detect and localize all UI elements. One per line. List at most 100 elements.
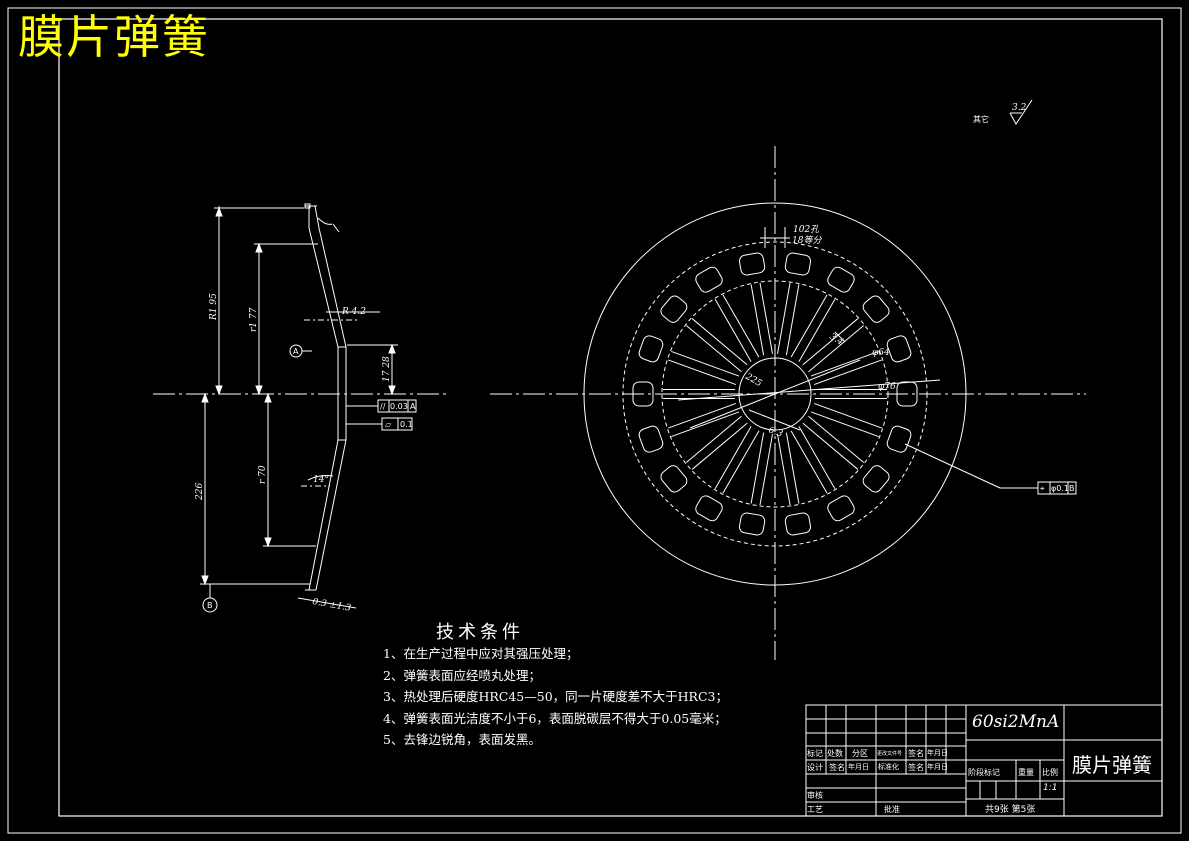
tb-label-date: 年月日	[927, 749, 948, 757]
tol-flatness-symbol: ▱	[385, 420, 392, 429]
window-slot	[638, 425, 664, 453]
window-slot	[738, 512, 766, 536]
finger-slot-edge	[790, 430, 828, 494]
tb-label-process: 工艺	[807, 805, 823, 814]
tb-label-date-3: 年月日	[927, 763, 948, 771]
tech-requirement-item: 2、弹簧表面应经喷丸处理；	[383, 667, 541, 683]
finger-slot-edge	[785, 284, 800, 356]
finger-slot-edge	[810, 411, 879, 438]
tol-parallel-datum: A	[410, 402, 416, 411]
tb-label-ratio: 比例	[1042, 768, 1058, 777]
tb-label-mark: 标记	[807, 749, 823, 758]
tb-label-date-2: 年月日	[848, 763, 869, 771]
dim-slot-width: 102孔	[793, 224, 820, 235]
tb-label-stage: 阶段标记	[968, 768, 1000, 777]
window-slot	[695, 495, 723, 522]
dim-r195: R1 95	[209, 293, 219, 321]
tb-label-review: 审核	[807, 791, 823, 800]
finger-slot-edge	[808, 415, 865, 463]
dim-phi64: φ64	[872, 348, 890, 358]
roughness-other-label: 其它	[973, 114, 989, 124]
dim-slot-count: 18等分	[792, 235, 822, 246]
window-slot	[638, 335, 664, 363]
window-slot	[896, 381, 918, 407]
tech-requirements-list: 1、在生产过程中应对其强压处理； 2、弹簧表面应经喷丸处理； 3、热处理后硬度H…	[383, 643, 728, 751]
tol-position-symbol: ⌖	[1040, 484, 1045, 493]
finger-slot-edge	[722, 430, 760, 494]
window-slot	[784, 252, 812, 276]
tech-requirement-item: 4、弹簧表面光洁度不小于6，表面脱碳层不得大于0.05毫米；	[383, 710, 727, 726]
window-slot	[660, 465, 688, 493]
dim-r170: r 70	[258, 465, 268, 484]
finger-slot-edge	[668, 359, 737, 386]
outer-frame	[7, 7, 1182, 834]
finger-slot-edge	[685, 415, 742, 463]
tol-parallel-symbol: //	[380, 402, 386, 411]
window-slot	[784, 512, 812, 536]
window-slot	[886, 335, 912, 363]
finger-slot-edge	[790, 294, 828, 358]
drawing-title: 膜片弹簧	[18, 10, 210, 64]
finger-slot-edge	[808, 325, 865, 373]
tb-label-sign: 签名	[908, 749, 924, 758]
finger-slot-edge	[810, 350, 879, 377]
window-slot	[886, 425, 912, 453]
section-view	[153, 203, 450, 613]
roughness-value: 3.2	[1012, 103, 1027, 113]
tol-position-value: φ0.1	[1051, 484, 1069, 493]
tb-label-zone: 分区	[852, 749, 868, 758]
front-view	[490, 99, 1086, 660]
dim-r177: r1 77	[249, 307, 259, 332]
dim-226: 226	[195, 483, 205, 501]
finger-slot-edge	[785, 432, 800, 504]
tb-label-weight: 重量	[1018, 768, 1034, 777]
finger-slot-edge	[714, 426, 752, 489]
tech-requirement-item: 5、去锋边锐角，表面发黑。	[383, 732, 541, 747]
dim-r42: R 4.2	[341, 307, 366, 317]
tb-label-approve: 批准	[884, 805, 900, 814]
finger-slot-edge	[671, 350, 740, 377]
part-name-label: 膜片弹簧	[1072, 753, 1152, 777]
window-slot	[738, 252, 766, 276]
window-slot	[827, 266, 855, 293]
finger-slot-edge	[691, 318, 748, 366]
window-slot	[862, 295, 890, 323]
tol-parallel-value: 0.03	[390, 402, 408, 411]
dim-28: 17 28	[382, 356, 392, 382]
dim-6-3: 6.3	[767, 425, 784, 439]
window-slot	[827, 495, 855, 522]
finger-slot-edge	[722, 294, 760, 358]
inner-frame	[58, 18, 1163, 817]
finger-slot-edge	[813, 402, 882, 429]
window-slot	[862, 465, 890, 493]
finger-slot-edge	[668, 402, 737, 429]
finger-slot-edge	[777, 434, 791, 506]
tb-label-standard: 标准化	[878, 763, 899, 771]
tech-requirement-item: 1、在生产过程中应对其强压处理；	[383, 646, 579, 661]
finger-slot-edge	[802, 422, 859, 470]
material-label: 60si2MnA	[972, 712, 1060, 732]
sheet-info: 共9张 第5张	[985, 805, 1036, 815]
tech-requirements-title: 技术条件	[436, 622, 524, 643]
window-slot	[695, 266, 723, 293]
window-slot	[632, 381, 654, 407]
finger-slot-edge	[759, 282, 773, 354]
tb-label-docno: 更改文件号	[877, 751, 903, 757]
finger-slot-edge	[802, 318, 859, 366]
finger-slot-edge	[685, 325, 742, 373]
finger-slot-edge	[813, 359, 882, 386]
tech-requirement-item: 3、热处理后硬度HRC45—50，同一片硬度差不大于HRC3；	[383, 689, 728, 704]
finger-slot-edge	[750, 432, 765, 504]
finger-slot-edge	[671, 411, 740, 438]
datum-a-label: A	[293, 347, 299, 356]
finger-slot-edge	[798, 299, 836, 362]
finger-slot-edge	[714, 299, 752, 362]
finger-slot-edge	[759, 434, 773, 506]
finger-slot-edge	[798, 426, 836, 489]
finger-slot-edge	[750, 284, 765, 356]
tol-position-datum: B	[1069, 484, 1075, 493]
tb-label-design: 设计	[807, 763, 823, 772]
window-slot	[660, 295, 688, 323]
tb-label-sign-3: 签名	[908, 763, 924, 772]
